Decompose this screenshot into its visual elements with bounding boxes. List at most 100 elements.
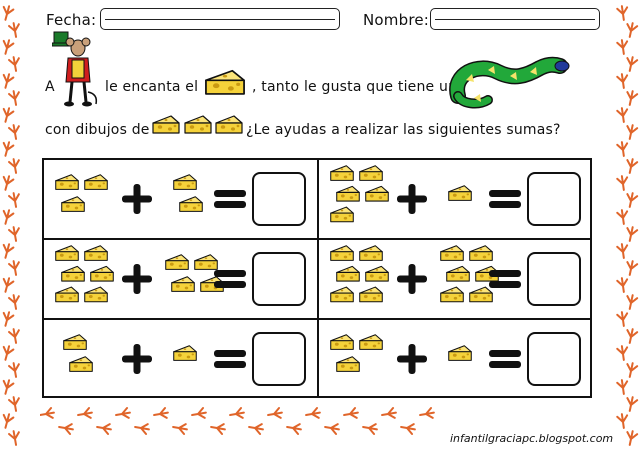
plus-sign	[397, 184, 427, 214]
footprint-icon	[2, 345, 15, 361]
footprint-icon	[248, 423, 264, 435]
footprint-icon	[616, 107, 629, 123]
cheese-icon	[330, 206, 354, 223]
cheese-icon	[469, 286, 493, 303]
cheese-icon	[365, 185, 389, 202]
equals-sign	[489, 190, 521, 208]
footprint-icon	[2, 39, 15, 55]
footprint-icon	[77, 407, 93, 419]
cheese-icon	[84, 286, 108, 303]
footprint-icon	[134, 423, 150, 435]
cheese-icon	[171, 276, 195, 292]
cheese-icon	[61, 265, 85, 282]
plus-sign	[397, 344, 427, 374]
sum-exercise	[319, 160, 592, 238]
footprint-icon	[2, 379, 15, 395]
footprint-icon	[616, 243, 629, 259]
footprint-icon	[616, 413, 629, 429]
footprint-icon	[2, 141, 15, 157]
footprint-icon	[2, 107, 15, 123]
intro-text-c: , tanto le gusta que tiene un	[252, 79, 458, 95]
answer-box[interactable]	[252, 172, 306, 226]
cheese-icon	[69, 356, 93, 372]
answer-box[interactable]	[252, 332, 306, 386]
answer-box[interactable]	[252, 252, 306, 306]
cheese-icon	[205, 69, 245, 95]
footprint-icon	[8, 22, 20, 38]
footprint-icon	[616, 73, 629, 89]
footprint-icon	[616, 39, 629, 55]
footprint-icon	[2, 5, 15, 21]
footprint-icon	[8, 192, 20, 208]
footprint-icon	[96, 423, 112, 435]
cheese-icon	[179, 196, 203, 212]
cheese-icon	[448, 345, 472, 361]
footprint-icon	[616, 277, 629, 293]
footprint-icon	[40, 407, 55, 419]
footprint-icon	[626, 396, 639, 412]
cheese-icon	[469, 245, 493, 261]
answer-box[interactable]	[527, 172, 581, 226]
footprint-icon	[626, 328, 639, 344]
cheese-icon	[173, 345, 197, 361]
intro-text-d: con dibujos de	[45, 122, 150, 138]
footer-credit: infantilgraciapc.blogspot.com	[450, 432, 614, 445]
footprint-border-bottom	[40, 407, 435, 435]
equals-sign	[214, 350, 246, 368]
cheese-icon	[336, 265, 360, 282]
cheese-icon	[336, 185, 360, 202]
cheese-icon	[194, 254, 218, 270]
intro-text-b: le encanta el	[105, 79, 199, 95]
footprint-icon	[2, 277, 15, 293]
sum-exercise	[44, 240, 317, 318]
footprint-icon	[2, 209, 15, 225]
footprint-icon	[8, 430, 20, 446]
answer-box[interactable]	[527, 332, 581, 386]
cheese-icon	[215, 115, 243, 134]
cheese-icon	[448, 185, 472, 201]
footprint-icon	[616, 5, 629, 21]
cheese-icon	[336, 356, 360, 372]
footprint-icon	[286, 423, 302, 435]
footprint-icon	[400, 423, 416, 435]
footprint-border-left	[2, 5, 20, 446]
cheese-icon	[440, 286, 464, 303]
cheese-icon	[359, 165, 383, 181]
footprint-icon	[8, 260, 20, 276]
footprint-icon	[616, 141, 629, 157]
nombre-field[interactable]	[430, 8, 600, 30]
footprint-icon	[626, 362, 639, 378]
footprint-icon	[115, 407, 131, 419]
footprint-icon	[8, 294, 20, 310]
footprint-icon	[626, 158, 639, 174]
cheese-icon	[61, 196, 85, 212]
footprint-icon	[8, 396, 20, 412]
footprint-icon	[153, 407, 169, 419]
grid-divider	[317, 160, 319, 396]
cheese-icon	[330, 334, 354, 350]
sum-exercise	[44, 160, 317, 238]
footprint-icon	[626, 226, 639, 242]
answer-box[interactable]	[527, 252, 581, 306]
mouse-illustration	[52, 31, 98, 107]
cheese-icon	[330, 165, 354, 181]
footprint-icon	[2, 175, 15, 191]
footprint-icon	[8, 56, 20, 72]
sum-exercise	[319, 240, 592, 318]
footprint-icon	[616, 175, 629, 191]
footprint-icon	[8, 124, 20, 140]
footprint-icon	[8, 328, 20, 344]
footprint-icon	[343, 407, 359, 419]
sum-exercise	[44, 320, 317, 398]
footprint-icon	[229, 407, 245, 419]
cheese-icon	[173, 174, 197, 190]
fecha-field[interactable]	[100, 8, 340, 30]
equals-sign	[214, 190, 246, 208]
footprint-icon	[626, 56, 639, 72]
intro-text-a: A	[45, 79, 55, 95]
cheese-icon	[359, 286, 383, 303]
intro-question: ¿Le ayudas a realizar las siguientes sum…	[246, 122, 561, 138]
footprint-icon	[305, 407, 321, 419]
footprint-icon	[210, 423, 226, 435]
plus-sign	[122, 264, 152, 294]
